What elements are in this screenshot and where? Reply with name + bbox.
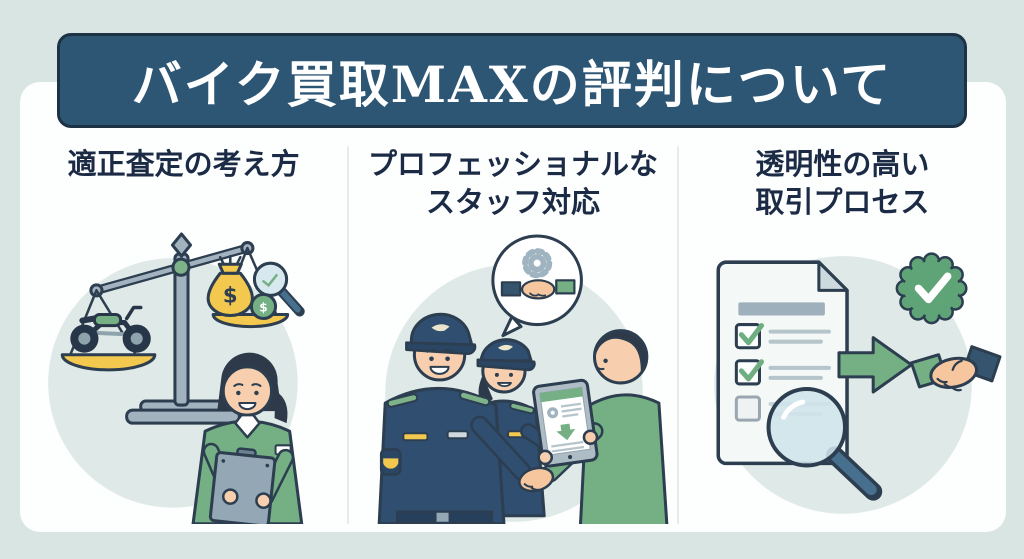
approval-badge-icon [895,252,968,325]
column-fair-assessment: 適正査定の考え方 [20,146,347,532]
clipboard-icon [208,447,276,524]
shirt-collar [233,413,261,439]
heading-line: プロフェッショナルな [367,149,658,181]
motorcycle-icon [69,305,151,353]
balance-scale-icon [60,232,289,425]
gear-icon [522,248,553,279]
heading-line: 適正査定の考え方 [67,149,300,181]
document-title-bar [738,302,826,316]
page-title: バイク買取MAXの評判について [131,54,893,114]
column-heading-fair-assessment: 適正査定の考え方 [68,146,300,230]
money-bag-icon: $ [206,254,254,318]
checked-box-icon [735,323,832,350]
fair-assessment-illustration: $ $ [47,232,305,524]
money-pouch-icon: $ [249,292,277,321]
tablet-icon [532,378,599,468]
arm-patch [379,448,402,476]
magnifier-icon [766,386,883,501]
handshake-icon [500,279,576,300]
column-professional-staff: プロフェッショナルな スタッフ対応 [349,146,676,532]
transparent-process-illustration [714,252,1002,514]
title-banner: バイク買取MAXの評判について [57,33,967,128]
column-divider [676,146,679,524]
heading-line: 取引プロセス [755,187,930,220]
dollar-symbol-small: $ [259,300,267,314]
scale-pan-left [60,353,156,372]
checked-box-icon [735,359,832,386]
content-card: 適正査定の考え方 [20,82,1006,532]
heading-line: スタッフ対応 [425,187,600,220]
customer-figure [541,329,669,524]
column-transparent-process: 透明性の高い 取引プロセス [679,146,1006,532]
staff-man-figure [377,312,532,524]
handshake-icon [910,345,1002,392]
handshake-icon [518,466,555,493]
check-icon [915,272,952,304]
handshake-speech-bubble-icon [491,234,583,338]
arrow-right-icon [837,336,914,394]
customer-hand [582,429,599,446]
column-divider [347,146,350,524]
column-heading-transparent-process: 透明性の高い 取引プロセス [755,146,929,230]
appraiser-woman-with-clipboard [191,352,303,524]
column-heading-professional-staff: プロフェッショナルな スタッフ対応 [368,146,658,230]
chest-badge [402,432,429,442]
staff-hand [537,449,553,466]
heading-line: 透明性の高い [755,149,930,181]
dollar-symbol: $ [223,282,238,307]
download-arrow-icon [556,423,576,441]
folded-corner [817,260,849,292]
professional-staff-illustration [377,234,669,524]
